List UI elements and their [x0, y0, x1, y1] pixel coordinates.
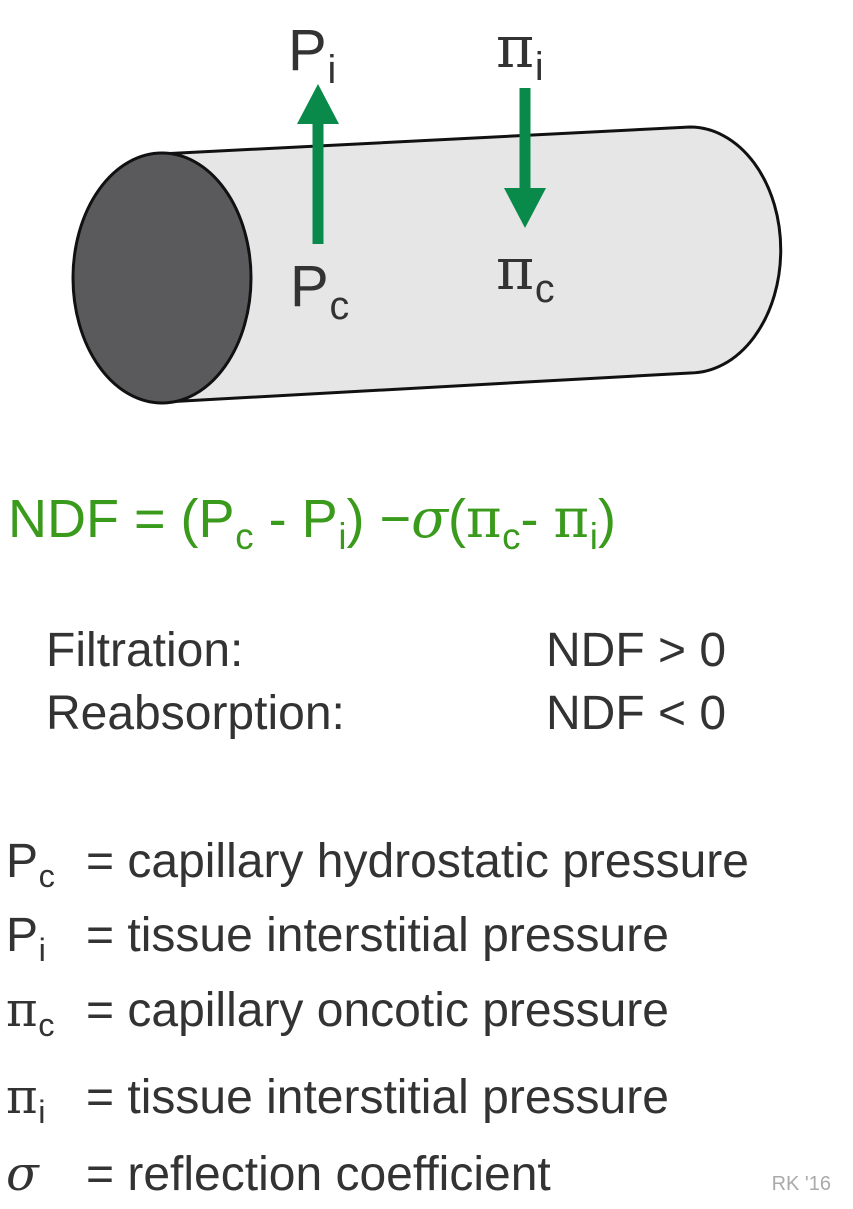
legend-symbol: Pc — [6, 835, 55, 895]
capillary-diagram — [71, 84, 783, 405]
legend-row-pc: Pc = capillary hydrostatic pressure — [6, 835, 749, 895]
legend-symbol: σ — [6, 1146, 39, 1202]
legend-row-sigma: σ= reflection coefficient — [6, 1150, 551, 1199]
legend-text: = capillary hydrostatic pressure — [86, 835, 749, 888]
reabsorption-value: NDF < 0 — [546, 687, 727, 740]
pc-label: Pc — [290, 254, 350, 328]
author-watermark: RK '16 — [771, 1173, 831, 1195]
pi-c-label: πc — [496, 235, 555, 311]
legend-text: = capillary oncotic pressure — [86, 984, 669, 1037]
legend-row-pi: Pi = tissue interstitial pressure — [6, 909, 669, 969]
filtration-value: NDF > 0 — [546, 624, 727, 677]
legend-row-pi-i: πi = tissue interstitial pressure — [6, 1069, 669, 1131]
legend-text: = tissue interstitial pressure — [86, 909, 669, 962]
legend-row-pi-c: πc = capillary oncotic pressure — [6, 982, 669, 1044]
pi-oncotic-label-top: πi — [496, 13, 544, 89]
legend-symbol: Pi — [6, 909, 46, 969]
legend-symbol: πc — [6, 982, 55, 1044]
legend-text: = tissue interstitial pressure — [86, 1071, 669, 1124]
capillary-tube-body — [158, 125, 783, 404]
outward-filtration-arrow — [297, 84, 339, 244]
inward-oncotic-arrow — [504, 88, 546, 228]
pi-label-top: Pi — [288, 18, 337, 92]
capillary-tube-end — [71, 151, 253, 405]
reabsorption-label: Reabsorption: — [46, 687, 345, 740]
ndf-equation: NDF = (Pc - Pi) −σ(πc- πi) — [8, 487, 616, 557]
legend-text: = reflection coefficient — [86, 1148, 551, 1201]
filtration-label: Filtration: — [46, 624, 244, 677]
legend-symbol: πi — [6, 1069, 46, 1131]
